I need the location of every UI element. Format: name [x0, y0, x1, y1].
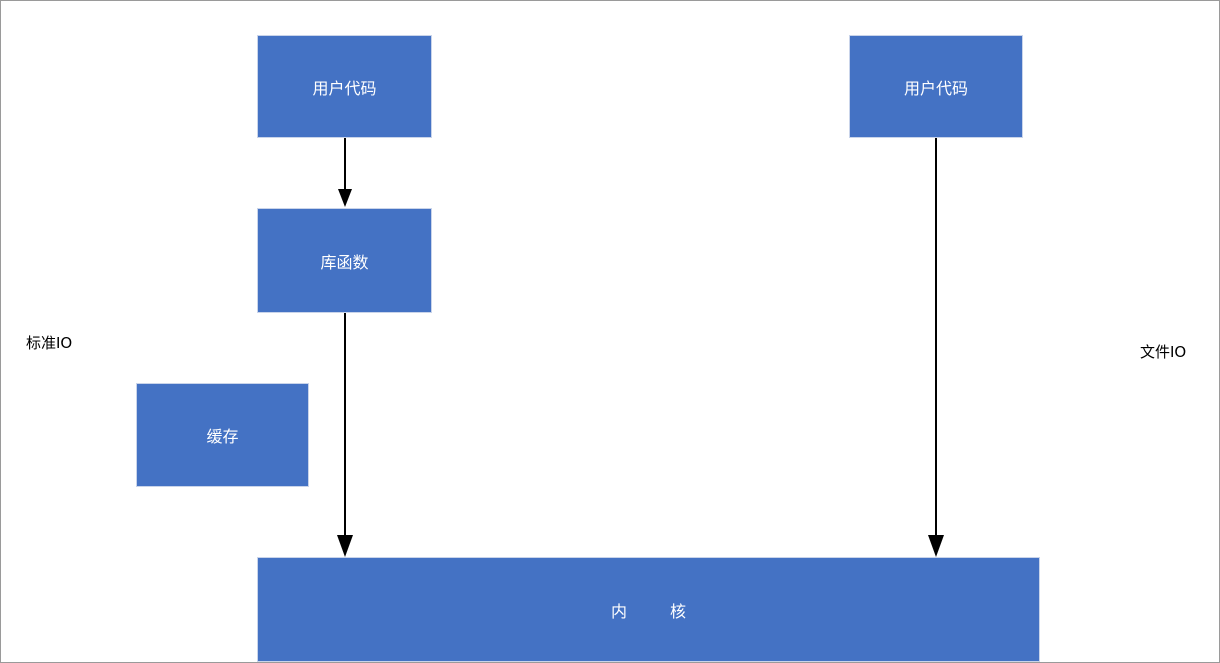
kernel-box[interactable]: 内 核 — [257, 557, 1040, 662]
kernel-label: 内 核 — [610, 601, 687, 621]
user-code-left-label: 用户代码 — [312, 78, 377, 98]
arrowhead-library — [338, 189, 352, 207]
library-functions-box[interactable]: 库函数 — [257, 208, 432, 313]
arrowhead-kernel-right — [928, 535, 944, 557]
standard-io-label: 标准IO — [26, 334, 73, 352]
cache-label: 缓存 — [206, 427, 239, 446]
library-functions-label: 库函数 — [320, 252, 369, 272]
cache-box[interactable]: 缓存 — [136, 383, 309, 487]
user-code-right-box[interactable]: 用户代码 — [849, 35, 1023, 138]
user-code-left-box[interactable]: 用户代码 — [257, 35, 432, 138]
file-io-label: 文件IO — [1140, 343, 1187, 361]
arrowhead-kernel-left — [337, 535, 353, 557]
user-code-right-label: 用户代码 — [903, 78, 968, 98]
